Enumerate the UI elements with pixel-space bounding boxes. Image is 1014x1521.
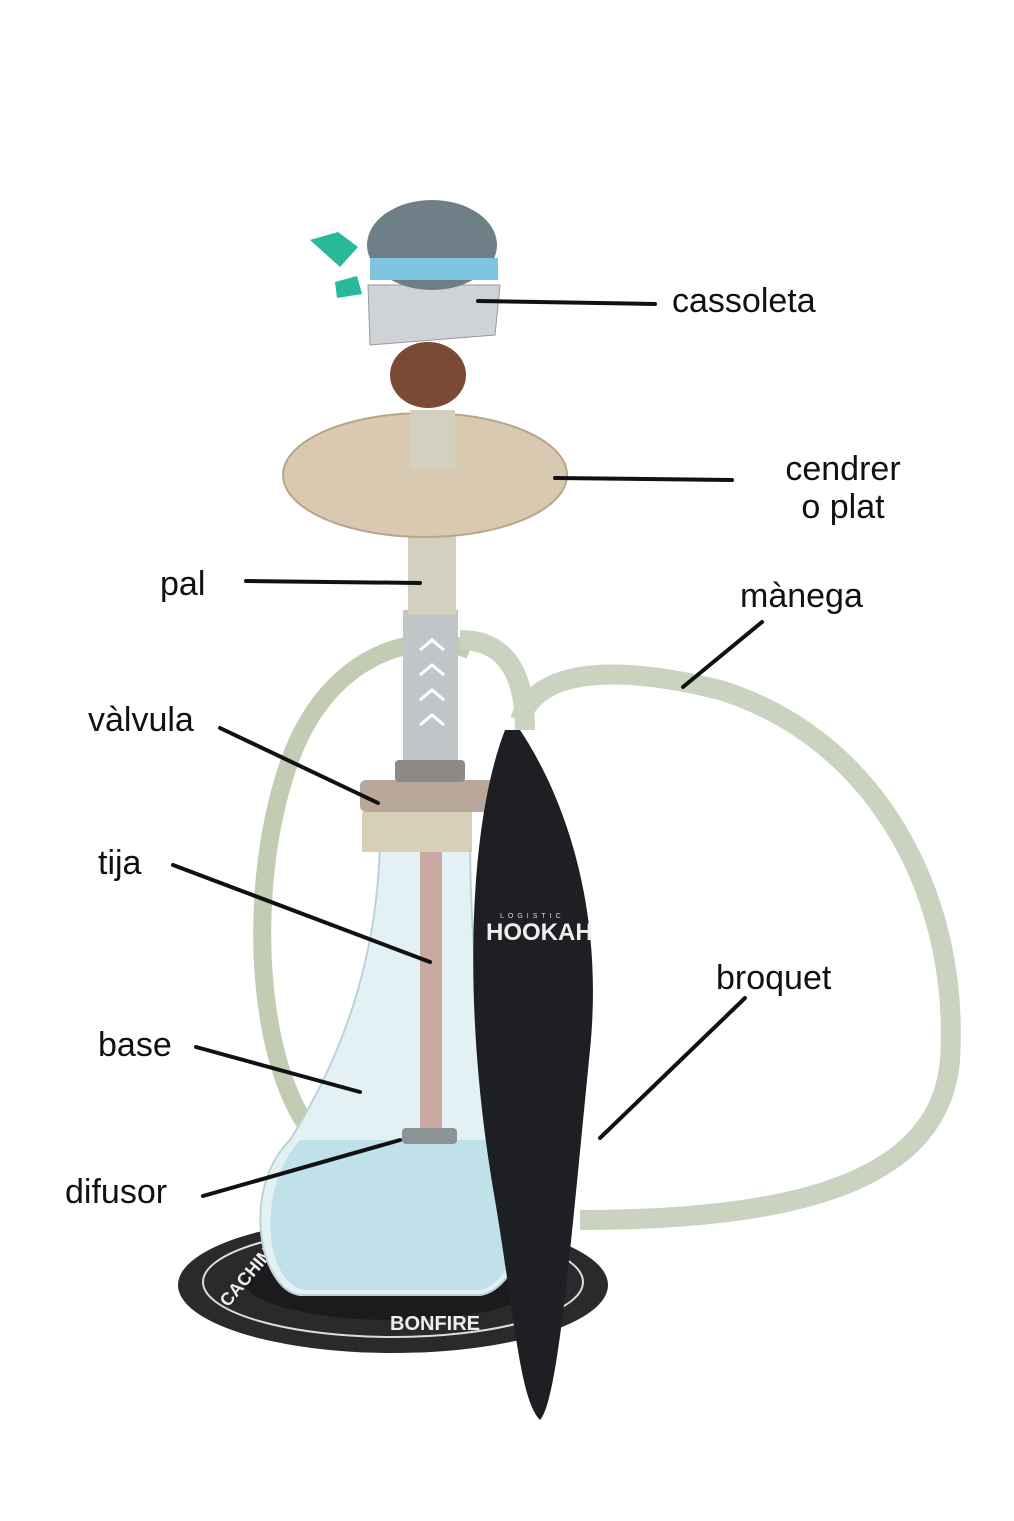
hose-top	[459, 630, 535, 731]
mat-text-bottom: BONFIRE	[390, 1313, 480, 1335]
valve-collar	[362, 812, 472, 852]
stem-lower	[403, 610, 458, 760]
leader-difusor	[201, 1138, 402, 1198]
downstem	[420, 840, 442, 1140]
bowl-band	[370, 258, 498, 280]
mouthpiece	[473, 730, 593, 1420]
label-manega: mànega	[740, 577, 863, 615]
mouthpiece-brand: HOOKAH	[486, 919, 593, 946]
label-o-plat: o plat	[801, 488, 885, 526]
water	[270, 1140, 526, 1290]
stem-top	[410, 410, 455, 470]
clamp-icon	[310, 232, 362, 298]
leader-pal	[244, 579, 422, 585]
leader-valvula	[218, 726, 380, 805]
leader-cendrer	[553, 476, 734, 482]
diffuser	[402, 1128, 457, 1144]
label-tija: tija	[98, 844, 142, 882]
valve-ring	[360, 780, 495, 812]
leader-base	[194, 1045, 362, 1094]
leader-cassoleta	[476, 299, 657, 306]
foil	[367, 284, 501, 346]
bowl-base	[390, 342, 466, 408]
label-base: base	[98, 1026, 172, 1064]
label-cassoleta: cassoleta	[672, 282, 816, 320]
hose-loop	[510, 664, 961, 1230]
label-difusor: difusor	[65, 1173, 167, 1211]
valve-cap	[395, 760, 465, 782]
label-pal: pal	[160, 565, 205, 603]
leader-manega	[681, 620, 764, 689]
stem-chevrons	[419, 638, 445, 727]
leader-tija	[171, 863, 432, 964]
label-cendrer: cendrer	[785, 450, 900, 488]
leader-broquet	[598, 996, 747, 1140]
label-valvula: vàlvula	[88, 701, 194, 739]
label-broquet: broquet	[716, 959, 832, 997]
mouthpiece-brand-small: LOGISTIC	[500, 913, 565, 920]
